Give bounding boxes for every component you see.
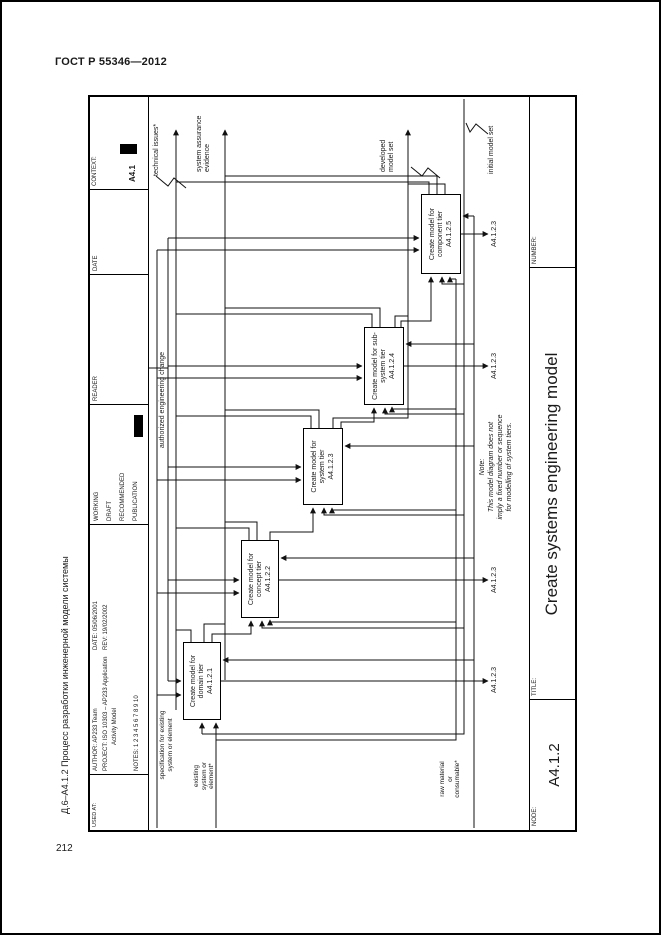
status-publication: PUBLICATION [133,481,139,521]
label-developed-model-set: developed model set [380,139,395,172]
node-value: A4.1.2 [546,743,563,787]
publication-mark [134,415,143,437]
activity-name: Create model for domain tier [189,654,205,708]
date-column-label: DATE [93,255,99,271]
context-value: A4.1 [128,165,137,182]
reader-label: READER [93,375,99,401]
call-ref-sub-system: A4.1.2.3 [491,352,498,380]
activity-box-sub-system-tier: Create model for sub-system tier A4.1.2.… [364,327,404,405]
label-system-assurance-evidence: system assurance evidence [196,115,211,172]
activity-number: A4.1.2.5 [445,220,453,248]
figure-caption: Д.6–A4.1.2 Процесс разработки инженерной… [60,556,70,814]
arrow-network [148,99,489,828]
activity-name: Create model for concept tier [247,552,263,606]
activity-number: A4.1.2.4 [388,352,396,380]
label-technical-issues: technical issues* [153,123,160,176]
activity-name: Create model for component tier [428,207,444,261]
author-line: AUTHOR: AP233 Team [93,708,99,771]
title-label: TITLE: [532,677,538,696]
squiggle-initial-model-set [465,122,489,135]
context-thumbnail [120,144,137,154]
status-working: WORKING [94,491,100,521]
number-label: NUMBER: [532,236,538,264]
activity-number: A4.1.2.3 [327,453,335,480]
squiggle-developed-model-set [410,166,441,179]
project-line: PROJECT: ISO 10303 – AP233 Application [103,656,109,771]
project-line-2: Activity Model [112,707,118,745]
activity-number: A4.1.2.1 [206,667,214,695]
idef0-sheet: Create model for domain tier A4.1.2.1 Cr… [88,95,577,832]
gost-header: ГОСТ Р 55346—2012 [55,56,167,68]
context-label: CONTEXT: [92,156,98,186]
call-ref-concept: A4.1.2.3 [491,566,498,594]
label-raw-material: raw material or consumable* [439,760,461,798]
notes-line: NOTES: 1 2 3 4 5 6 7 8 9 10 [134,695,140,771]
page-number: 212 [56,843,73,854]
activity-name: Create model for sub-system tier [371,332,387,400]
activity-box-concept-tier: Create model for concept tier A4.1.2.2 [241,540,279,618]
label-initial-model-set: initial model set [488,125,495,174]
call-ref-component: A4.1.2.3 [491,220,498,248]
diagram-note: Note: This model diagram does not imply … [479,414,513,520]
call-ref-domain: A4.1.2.3 [491,666,498,694]
used-at-label: USED AT: [92,802,98,827]
activity-box-system-tier: Create model for system tier A4.1.2.3 [303,428,343,505]
status-draft: DRAFT [107,501,113,521]
activity-box-domain-tier: Create model for domain tier A4.1.2.1 [183,642,221,720]
squiggle-technical-issues [155,175,187,189]
date-line: DATE: 05/06/2001 [93,601,99,650]
activity-box-component-tier: Create model for component tier A4.1.2.5 [421,194,461,274]
label-authorized-engineering-change: authorized engineering change [159,351,166,449]
node-label: NODE: [532,806,538,826]
label-specification: specification for existing system or ele… [159,710,174,780]
label-existing-system: existing system or element* [193,761,215,791]
status-recommended: RECOMMENDED [120,472,126,521]
activity-number: A4.1.2.2 [264,565,272,593]
activity-name: Create model for system tier [310,440,326,493]
title-value: Create systems engineering model [542,352,561,616]
rev-line: REV: 19/02/2002 [103,604,109,650]
